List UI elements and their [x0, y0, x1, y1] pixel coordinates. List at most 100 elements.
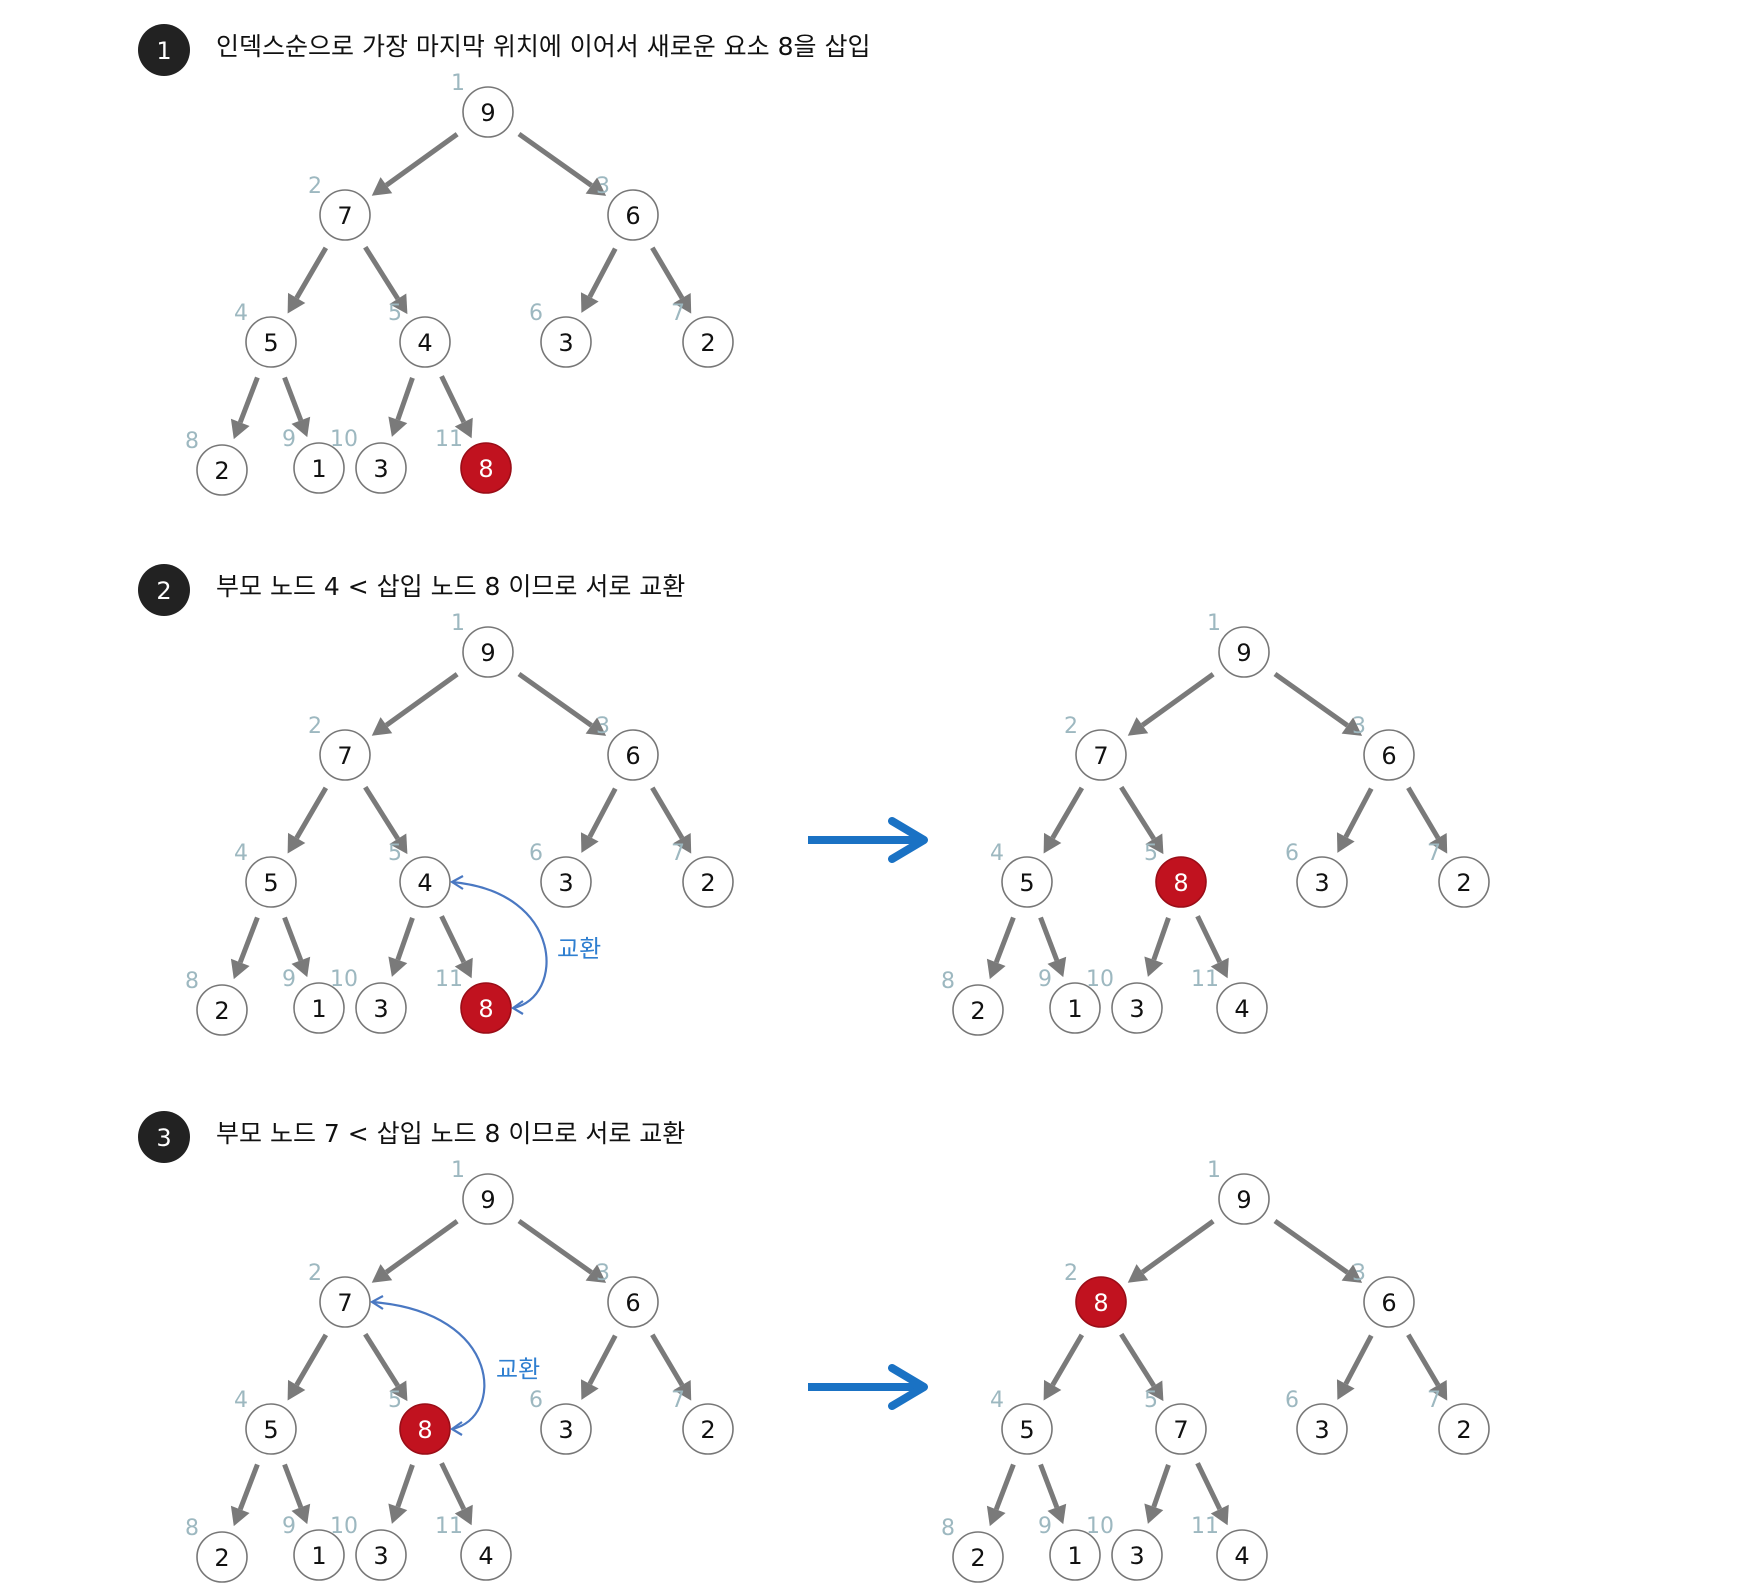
node-value: 4	[417, 869, 432, 897]
node-value: 2	[700, 329, 715, 357]
step-title: 부모 노드 7 < 삽입 노드 8 이므로 서로 교환	[216, 1119, 685, 1148]
node-value: 7	[1173, 1416, 1188, 1444]
node-value: 3	[373, 455, 388, 483]
tree-edge-5-11	[439, 915, 473, 979]
node-circle	[355, 442, 407, 494]
node-circle	[399, 316, 451, 368]
node-value: 7	[1093, 742, 1108, 770]
node-circle	[1001, 856, 1053, 908]
node-value: 1	[1067, 1542, 1082, 1570]
node-circle	[607, 729, 659, 781]
node-value: 3	[373, 1542, 388, 1570]
node-circle	[1363, 1276, 1415, 1328]
node-value: 4	[417, 329, 432, 357]
swap-label: 교환	[496, 1356, 540, 1384]
node-value: 9	[1236, 639, 1251, 667]
node-circle	[460, 982, 512, 1034]
node-index-label: 10	[330, 1514, 358, 1539]
node-index-label: 5	[1144, 1388, 1158, 1413]
tree-edge-1-2	[371, 672, 459, 736]
node-value: 8	[478, 455, 493, 483]
node-index-label: 6	[1285, 1388, 1299, 1413]
node-value: 1	[311, 455, 326, 483]
tree-edge-5-11	[439, 375, 473, 439]
node-index-label: 2	[308, 714, 322, 739]
tree-node-10: 310	[330, 967, 407, 1034]
tree-node-2: 82	[1064, 1261, 1127, 1328]
tree-node-3: 63	[1352, 1261, 1415, 1328]
tree-node-7: 27	[671, 841, 734, 908]
node-index-label: 2	[1064, 714, 1078, 739]
node-index-label: 7	[671, 301, 685, 326]
tree-edge-2-5	[363, 245, 408, 315]
node-circle	[1049, 982, 1101, 1034]
swap-curve	[451, 880, 548, 1010]
node-value: 4	[1234, 1542, 1249, 1570]
tree-edge-1-2	[371, 1219, 459, 1283]
node-index-label: 5	[388, 841, 402, 866]
node-value: 3	[558, 1416, 573, 1444]
node-index-label: 6	[529, 841, 543, 866]
node-circle	[462, 626, 514, 678]
node-circle	[460, 442, 512, 494]
tree-edge-4-8	[986, 916, 1016, 980]
tree-edge-4-9	[282, 916, 311, 978]
tree-node-7: 27	[1427, 1388, 1490, 1455]
tree-node-3: 63	[1352, 714, 1415, 781]
node-value: 4	[1234, 995, 1249, 1023]
node-index-label: 3	[596, 174, 610, 199]
tree-edge-3-6	[580, 1334, 618, 1400]
node-circle	[1218, 626, 1270, 678]
tree-edge-5-10	[1144, 917, 1171, 977]
swap-arrow: 교환	[449, 875, 601, 1015]
tree-edge-2-4	[287, 786, 329, 854]
tree-edge-4-9	[1038, 1463, 1067, 1525]
node-value: 7	[337, 202, 352, 230]
node-value: 6	[625, 202, 640, 230]
node-value: 2	[214, 1544, 229, 1572]
node-value: 1	[1067, 995, 1082, 1023]
tree-edge-3-7	[650, 1333, 692, 1401]
node-value: 3	[1129, 1542, 1144, 1570]
node-value: 3	[373, 995, 388, 1023]
step-number: 3	[156, 1124, 171, 1152]
node-index-label: 4	[990, 1388, 1004, 1413]
node-value: 3	[558, 329, 573, 357]
node-value: 9	[480, 639, 495, 667]
tree-node-9: 19	[1038, 1514, 1101, 1581]
tree-node-8: 28	[185, 429, 248, 496]
node-index-label: 11	[435, 427, 463, 452]
tree-edge-5-10	[388, 917, 415, 977]
node-index-label: 5	[388, 301, 402, 326]
tree-edge-5-10	[388, 377, 415, 437]
node-value: 6	[625, 1289, 640, 1317]
node-circle	[399, 1403, 451, 1455]
tree-edge-3-7	[1406, 1333, 1448, 1401]
swap-label: 교환	[557, 935, 601, 963]
tree-edge-4-8	[230, 376, 260, 440]
tree-node-5: 45	[388, 301, 451, 368]
tree-node-1: 91	[451, 611, 514, 678]
node-circle	[1218, 1173, 1270, 1225]
node-circle	[293, 982, 345, 1034]
tree-edge-5-11	[1195, 1462, 1229, 1526]
node-circle	[1155, 1403, 1207, 1455]
node-circle	[1296, 856, 1348, 908]
node-value: 4	[478, 1542, 493, 1570]
tree-node-2: 72	[308, 714, 371, 781]
node-value: 5	[1019, 869, 1034, 897]
node-value: 9	[480, 99, 495, 127]
tree-node-5: 45	[388, 841, 451, 908]
node-circle	[1075, 729, 1127, 781]
node-value: 7	[337, 1289, 352, 1317]
node-value: 2	[214, 997, 229, 1025]
tree-edge-1-3	[517, 671, 607, 736]
node-value: 9	[480, 1186, 495, 1214]
node-value: 2	[970, 1544, 985, 1572]
node-index-label: 11	[1191, 1514, 1219, 1539]
node-index-label: 7	[671, 841, 685, 866]
node-circle	[1438, 1403, 1490, 1455]
